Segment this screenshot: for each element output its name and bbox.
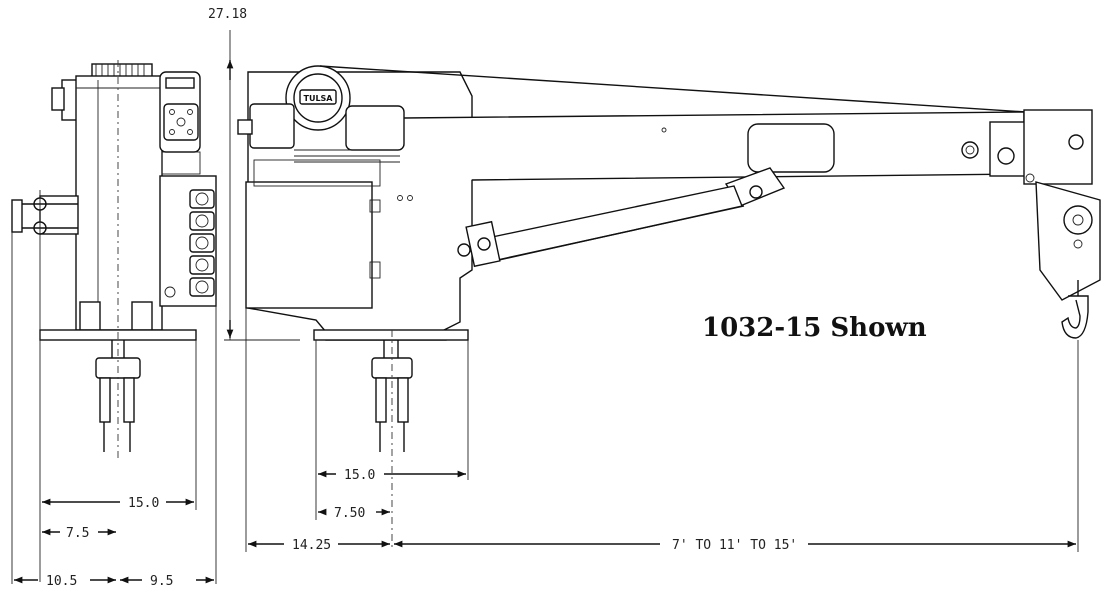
- front-base-width-dimension: 15.0: [344, 468, 375, 483]
- front-mount-offset-dimension: 14.25: [292, 538, 331, 553]
- side-right-offset-dimension: 9.5: [150, 574, 173, 589]
- dimension-lines: [11, 30, 1079, 584]
- winch-label: TULSA: [303, 94, 333, 103]
- front-view: TULSA: [237, 65, 1101, 550]
- boom-reach-dimension: 7' TO 11' TO 15': [672, 538, 797, 553]
- side-left-offset-dimension: 10.5: [46, 574, 77, 589]
- front-half-width-dimension: 7.50: [334, 506, 365, 521]
- model-title: 1032-15 Shown: [702, 313, 927, 343]
- side-view: [11, 60, 217, 460]
- side-base-width-dimension: 15.0: [128, 496, 159, 511]
- height-dimension: 27.18: [208, 7, 247, 22]
- side-half-width-dimension: 7.5: [66, 526, 89, 541]
